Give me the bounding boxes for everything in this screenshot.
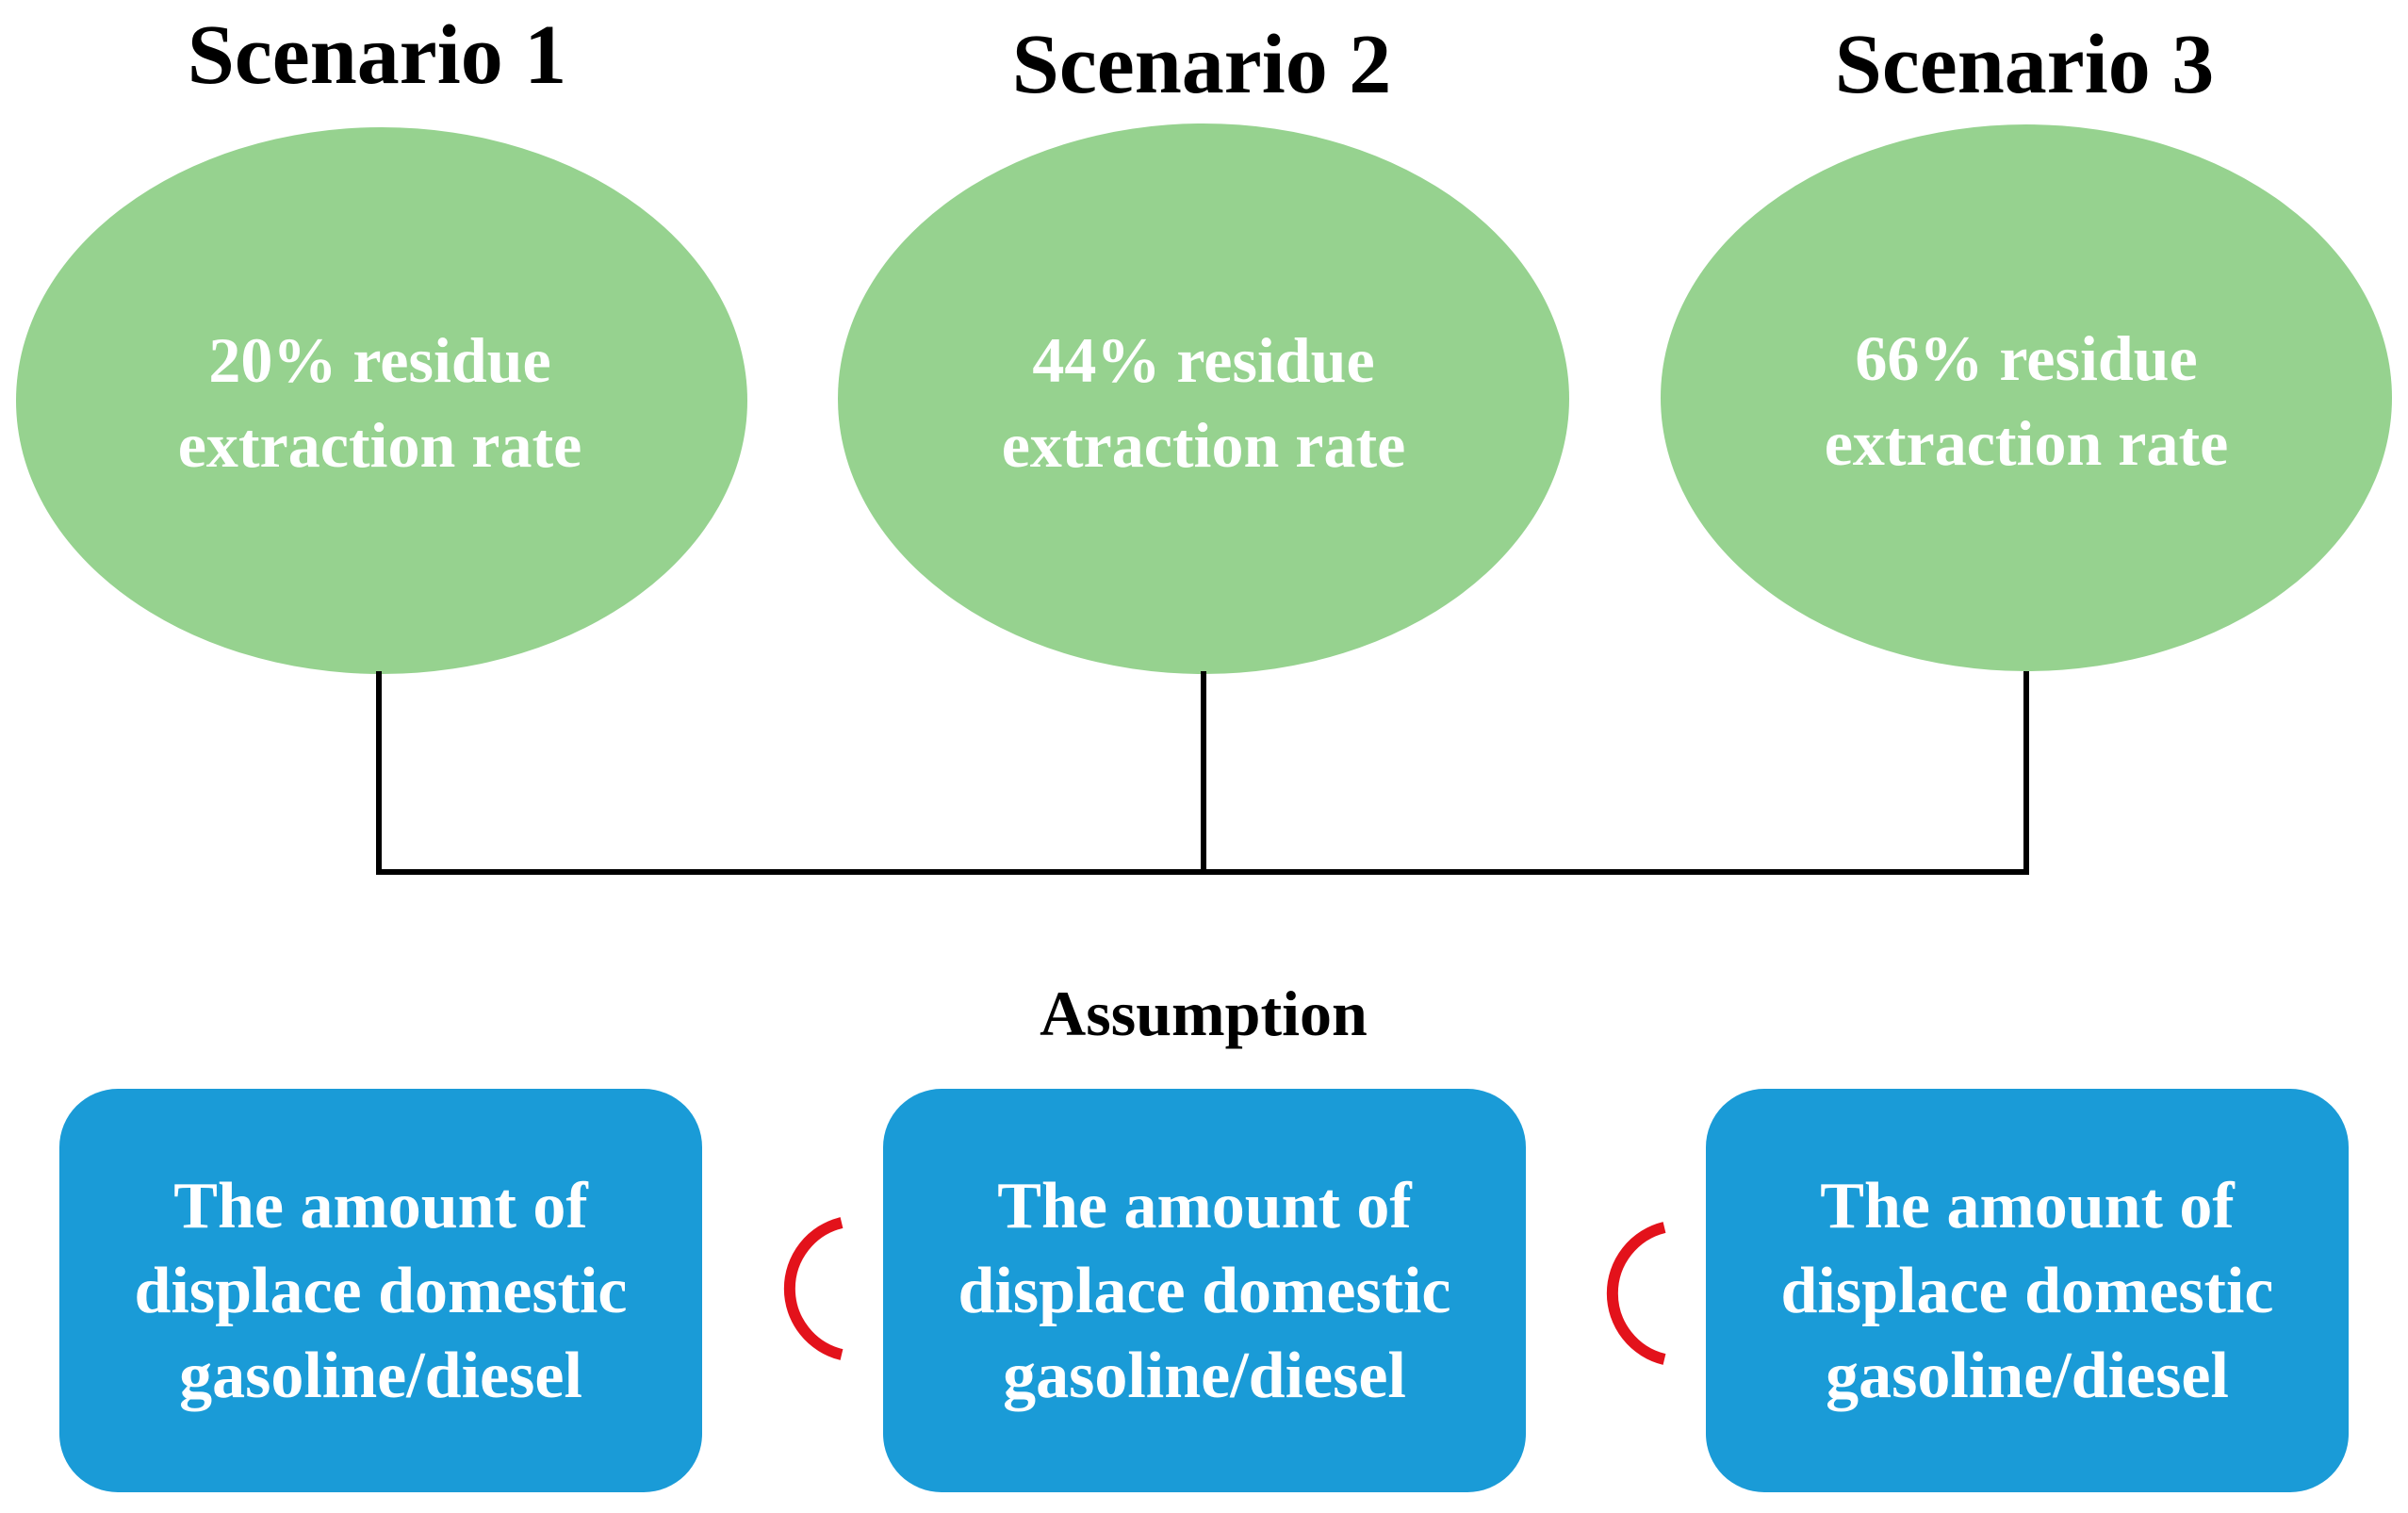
scenario-1-rate-line1: 20% residue bbox=[208, 324, 550, 396]
assumption-box-2 bbox=[883, 1089, 1526, 1492]
assumption-box-1 bbox=[59, 1089, 702, 1492]
box-1-line3: gasoline/diesel bbox=[179, 1340, 582, 1412]
box-2-line3: gasoline/diesel bbox=[1003, 1340, 1406, 1412]
scenario-2-rate-line1: 44% residue bbox=[1032, 324, 1374, 396]
box-2-line1: The amount of bbox=[997, 1170, 1412, 1242]
assumption-box-3 bbox=[1706, 1089, 2349, 1492]
scenario-3-rate-line1: 66% residue bbox=[1855, 322, 2197, 394]
scenario-1-ellipse bbox=[16, 127, 747, 674]
scenario-2-rate-line2: extraction rate bbox=[1002, 409, 1406, 481]
scenario-3-title: Scenario 3 bbox=[1835, 18, 2214, 111]
box-3-line3: gasoline/diesel bbox=[1826, 1340, 2229, 1412]
scenario-2-ellipse bbox=[838, 123, 1569, 674]
box-3-line1: The amount of bbox=[1820, 1170, 2235, 1242]
scenario-1-title: Scenario 1 bbox=[188, 8, 566, 102]
subset-arc-icon bbox=[783, 1217, 844, 1360]
assumption-label: Assumption bbox=[1040, 978, 1368, 1049]
box-2-line2: displace domestic bbox=[958, 1255, 1450, 1327]
box-3-line2: displace domestic bbox=[1780, 1255, 2273, 1327]
connector-lines bbox=[376, 671, 2029, 875]
scenario-1-rate-line2: extraction rate bbox=[178, 409, 582, 481]
scenario-3-rate-line2: extraction rate bbox=[1825, 407, 2229, 479]
scenario-3-ellipse bbox=[1661, 124, 2392, 671]
scenario-2-title: Scenario 2 bbox=[1012, 18, 1391, 111]
box-1-line2: displace domestic bbox=[134, 1255, 627, 1327]
box-1-line1: The amount of bbox=[173, 1170, 588, 1242]
subset-arc-icon bbox=[1606, 1222, 1666, 1365]
